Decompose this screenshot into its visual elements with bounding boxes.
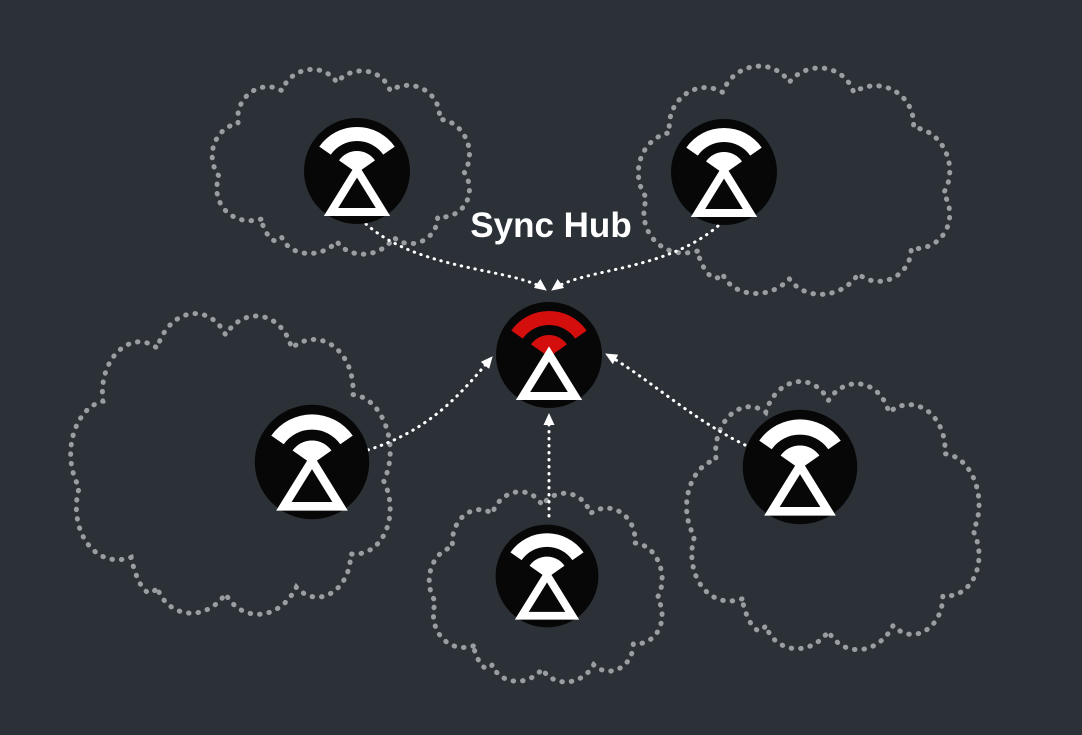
device-node-mid-right (743, 410, 857, 524)
sync-hub-node (496, 302, 602, 408)
sync-arrows-layer (364, 222, 747, 518)
device-node-top-right (671, 119, 777, 225)
sync-arrow-from-mid-right (604, 352, 747, 447)
device-node-bottom-center (496, 525, 599, 628)
sync-arrow-from-mid-left (366, 355, 494, 452)
sync-hub-label: Sync Hub (470, 206, 631, 245)
device-node-mid-left (255, 405, 369, 519)
device-node-top-left (304, 118, 410, 224)
